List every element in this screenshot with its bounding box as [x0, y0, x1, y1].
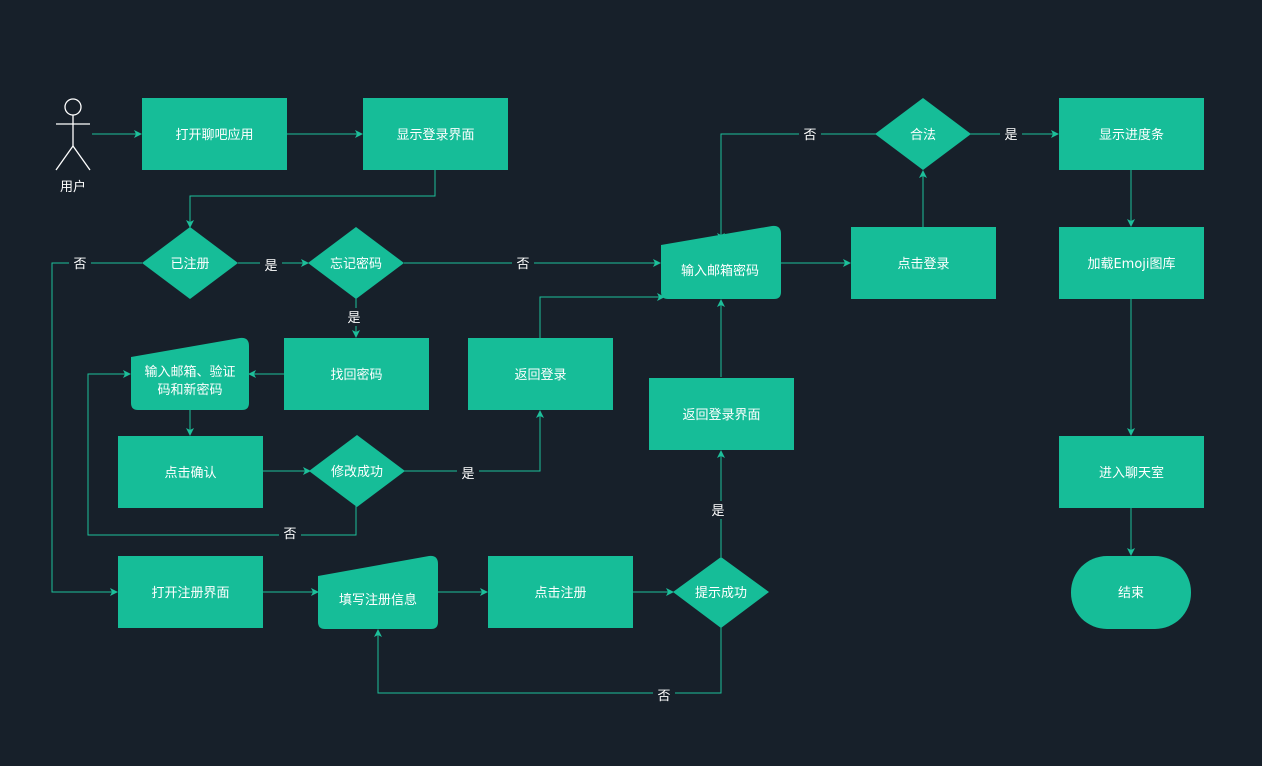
node-click-login: 点击登录 — [851, 227, 996, 299]
edge-modify-yes-back-login — [404, 410, 544, 472]
node-click-confirm-label: 点击确认 — [164, 466, 216, 481]
actor-user: 用户 — [55, 98, 91, 195]
node-open-register-label: 打开注册界面 — [151, 586, 229, 601]
node-click-confirm: 点击确认 — [118, 436, 263, 508]
label-forgot-yes: 是 — [347, 311, 360, 326]
node-show-progress: 显示进度条 — [1059, 98, 1204, 170]
edge-registered-no-open-register — [51, 262, 142, 596]
actor-label: 用户 — [60, 179, 86, 195]
node-prompt-success-label: 提示成功 — [695, 585, 747, 601]
node-input-email-pwd-label: 输入邮箱密码 — [681, 263, 759, 279]
node-input-reset-label-1: 输入邮箱、验证 — [144, 364, 235, 380]
node-forgot-pwd: 忘记密码 — [308, 227, 404, 299]
node-registered-label: 已注册 — [170, 257, 209, 272]
label-prompt-no: 否 — [657, 689, 670, 704]
label-registered-yes: 是 — [264, 259, 277, 274]
node-load-emoji: 加载Emoji图库 — [1059, 227, 1204, 299]
node-show-progress-label: 显示进度条 — [1099, 127, 1164, 143]
node-enter-chat-label: 进入聊天室 — [1099, 465, 1164, 481]
node-fill-register-label: 填写注册信息 — [339, 592, 417, 608]
label-forgot-no: 否 — [516, 257, 529, 272]
label-registered-no: 否 — [73, 257, 86, 272]
label-modify-yes: 是 — [461, 467, 474, 482]
node-registered: 已注册 — [142, 227, 238, 299]
node-open-register: 打开注册界面 — [118, 556, 263, 628]
edge-prompt-no-fill — [374, 627, 722, 694]
nodes: 打开聊吧应用 显示登录界面 合法 显示进度条 已注册 忘记密码 输入邮箱密码 — [118, 98, 1204, 629]
node-modify-success-label: 修改成功 — [331, 465, 383, 480]
edge-labels: 否 是 否 是 否 是 是 否 是 否 — [69, 125, 1022, 704]
edge-valid-no-input-email — [717, 133, 876, 241]
label-modify-no: 否 — [283, 527, 296, 542]
node-modify-success: 修改成功 — [309, 435, 405, 507]
node-back-login-label: 返回登录 — [514, 368, 566, 383]
node-end-label: 结束 — [1118, 586, 1144, 601]
actor-head — [64, 98, 82, 116]
edge-modify-no-input-reset — [87, 370, 357, 536]
node-valid: 合法 — [875, 98, 971, 170]
node-back-login-page-label: 返回登录界面 — [682, 408, 760, 423]
node-back-login: 返回登录 — [468, 338, 613, 410]
edge-back-login-input-email — [539, 293, 665, 338]
node-click-register: 点击注册 — [488, 556, 633, 628]
node-click-register-label: 点击注册 — [534, 586, 586, 601]
node-input-reset: 输入邮箱、验证 码和新密码 — [131, 337, 249, 410]
node-find-pwd: 找回密码 — [284, 338, 429, 410]
node-fill-register: 填写注册信息 — [318, 555, 438, 629]
node-open-app: 打开聊吧应用 — [142, 98, 287, 170]
node-valid-label: 合法 — [910, 128, 936, 143]
edge-show-login-registered — [186, 170, 436, 228]
label-valid-yes: 是 — [1004, 128, 1017, 143]
node-forgot-pwd-label: 忘记密码 — [330, 256, 382, 272]
node-open-app-label: 打开聊吧应用 — [175, 127, 253, 143]
node-find-pwd-label: 找回密码 — [330, 367, 382, 383]
node-load-emoji-label: 加载Emoji图库 — [1087, 256, 1175, 272]
node-show-login: 显示登录界面 — [363, 98, 508, 170]
label-prompt-yes: 是 — [711, 504, 724, 519]
node-enter-chat: 进入聊天室 — [1059, 436, 1204, 508]
node-end: 结束 — [1071, 556, 1191, 629]
node-input-reset-label-2: 码和新密码 — [157, 382, 222, 398]
node-back-login-page: 返回登录界面 — [649, 378, 794, 450]
node-click-login-label: 点击登录 — [897, 257, 949, 272]
label-valid-no: 否 — [803, 128, 816, 143]
node-prompt-success: 提示成功 — [673, 557, 769, 628]
node-input-email-pwd: 输入邮箱密码 — [661, 225, 781, 299]
node-show-login-label: 显示登录界面 — [396, 128, 474, 143]
